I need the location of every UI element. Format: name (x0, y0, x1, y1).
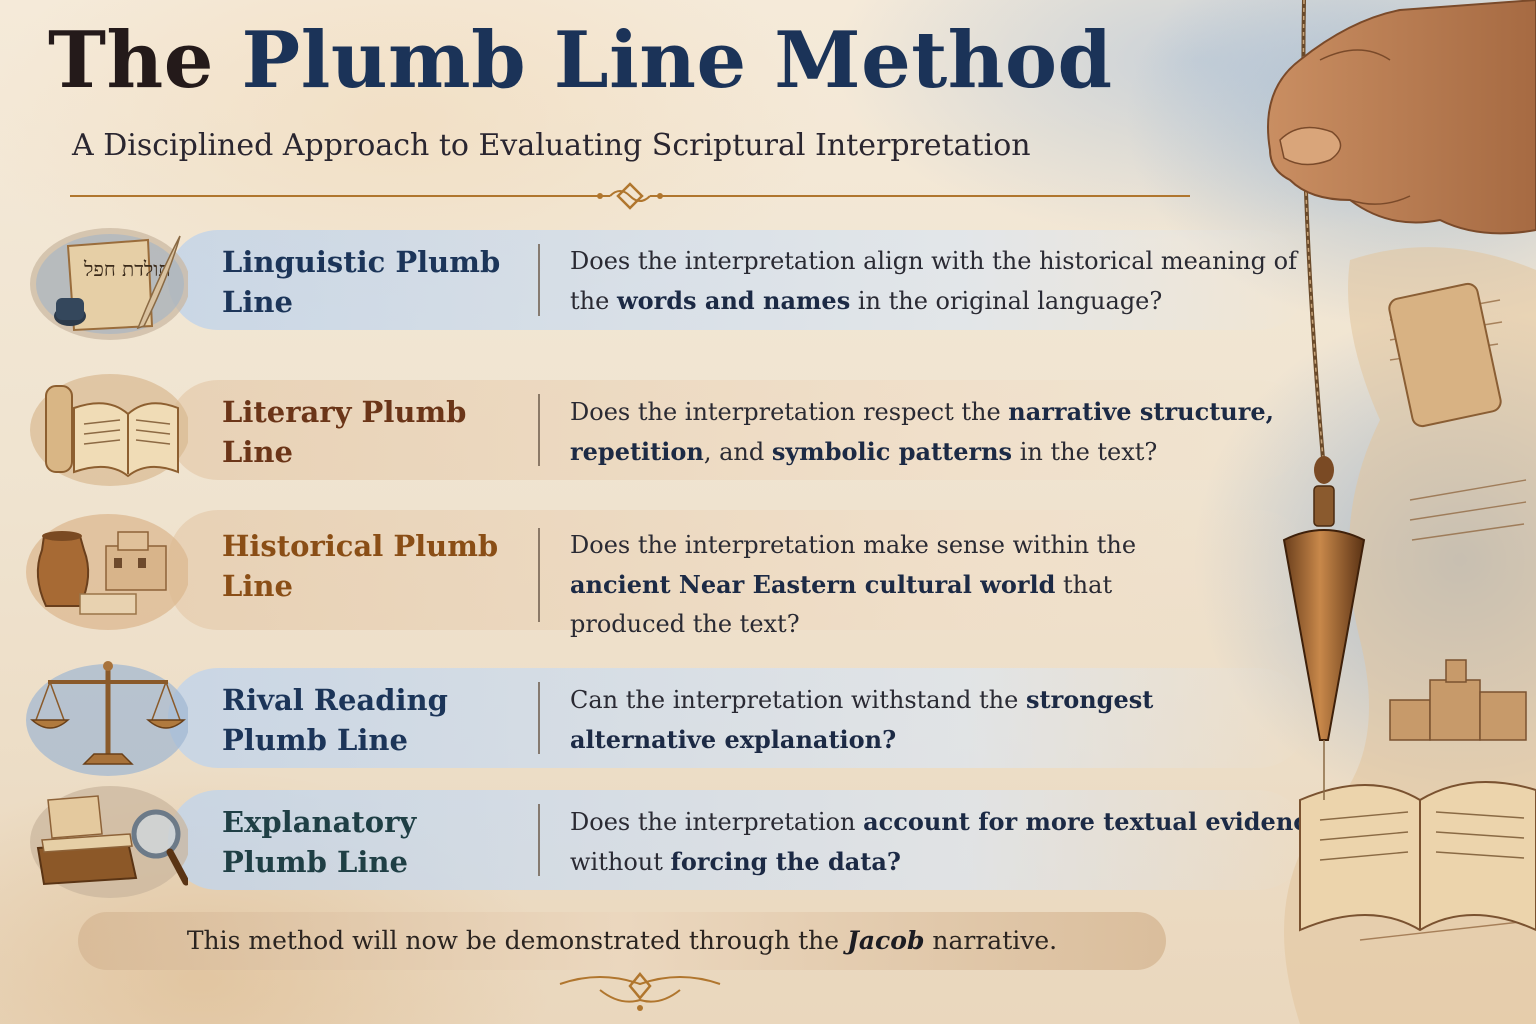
desc-emphasis: ancient Near Eastern cultural world (570, 570, 1056, 599)
row-label: Linguistic Plumb Line (222, 245, 501, 319)
plumb-line-row-linguistic: תולדת חפל Linguistic Plumb Line Does the… (18, 218, 1318, 342)
row-band (168, 380, 1308, 480)
title-divider-ornament (70, 182, 1190, 210)
row-band (168, 790, 1308, 890)
balance-scale-icon (18, 656, 190, 780)
row-band (168, 230, 1308, 330)
desc-text: Does the interpretation respect the (570, 398, 1009, 426)
hebrew-letters: תולדת חפל (83, 257, 171, 281)
row-separator (538, 682, 540, 754)
desc-emphasis: forcing the data? (670, 847, 901, 876)
row-label: Literary Plumb Line (222, 395, 467, 469)
desc-text: in the original language? (850, 287, 1163, 315)
bottom-ornament (559, 972, 721, 1011)
desc-text: without (570, 848, 671, 876)
desc-text: Can the interpretation withstand the (570, 686, 1026, 714)
plumb-line-row-literary: Literary Plumb Line Does the interpretat… (18, 368, 1318, 492)
row-label: Explanatory Plumb Line (222, 805, 417, 879)
desc-text: Does the interpretation align with the h… (570, 247, 1297, 315)
clay-jar-village-icon (18, 506, 190, 630)
plumb-line-row-historical: Historical Plumb Line Does the interpret… (18, 506, 1318, 638)
plumb-line-row-rival-reading: Rival Reading Plumb Line Can the interpr… (18, 656, 1318, 780)
hand-holding-plumb-bob-icon (1267, 0, 1536, 1024)
footer-note: This method will now be demonstrated thr… (78, 912, 1166, 970)
row-description: Does the interpretation align with the h… (570, 242, 1330, 321)
desc-text: Does the interpretation make sense withi… (570, 531, 1137, 559)
footer-text: This method will now be demonstrated thr… (186, 926, 848, 955)
row-band (168, 668, 1308, 768)
row-description: Can the interpretation withstand the str… (570, 680, 1210, 760)
book-magnifier-icon (18, 778, 190, 902)
desc-text: Does the interpretation (570, 808, 864, 836)
row-description: Does the interpretation respect the narr… (570, 392, 1330, 472)
page-title: The Plumb Line Method (48, 18, 1113, 104)
footer-text: narrative. (924, 926, 1058, 955)
desc-text: that produced the text? (570, 571, 1113, 638)
row-separator (538, 804, 540, 876)
row-band (168, 510, 1308, 630)
title-word-the: The (48, 15, 214, 106)
desc-text: , and (703, 438, 772, 466)
desc-emphasis: narrative structure, repetition (570, 397, 1275, 466)
row-description: Does the interpretation account for more… (570, 802, 1330, 882)
desc-emphasis: symbolic patterns (771, 437, 1013, 466)
row-separator (538, 244, 540, 316)
footer-emphasis: Jacob (847, 926, 925, 955)
desc-emphasis: words and names (616, 286, 851, 315)
desc-emphasis: account for more textual evidence (863, 807, 1324, 836)
footer-band (78, 912, 1166, 970)
page-subtitle: A Disciplined Approach to Evaluating Scr… (72, 128, 1031, 163)
open-book-scroll-icon (18, 368, 190, 492)
desc-emphasis: strongest alternative explanation? (570, 685, 1154, 754)
plumb-line-row-explanatory: Explanatory Plumb Line Does the interpre… (18, 778, 1323, 902)
row-separator (538, 394, 540, 466)
row-separator (538, 528, 540, 622)
desc-text: in the text? (1012, 438, 1158, 466)
row-label: Rival Reading Plumb Line (222, 683, 448, 757)
row-description: Does the interpretation make sense withi… (570, 526, 1190, 644)
title-main: Plumb Line Method (241, 15, 1113, 106)
row-label: Historical Plumb Line (222, 529, 499, 603)
scroll-quill-icon: תולדת חפל (18, 218, 190, 342)
